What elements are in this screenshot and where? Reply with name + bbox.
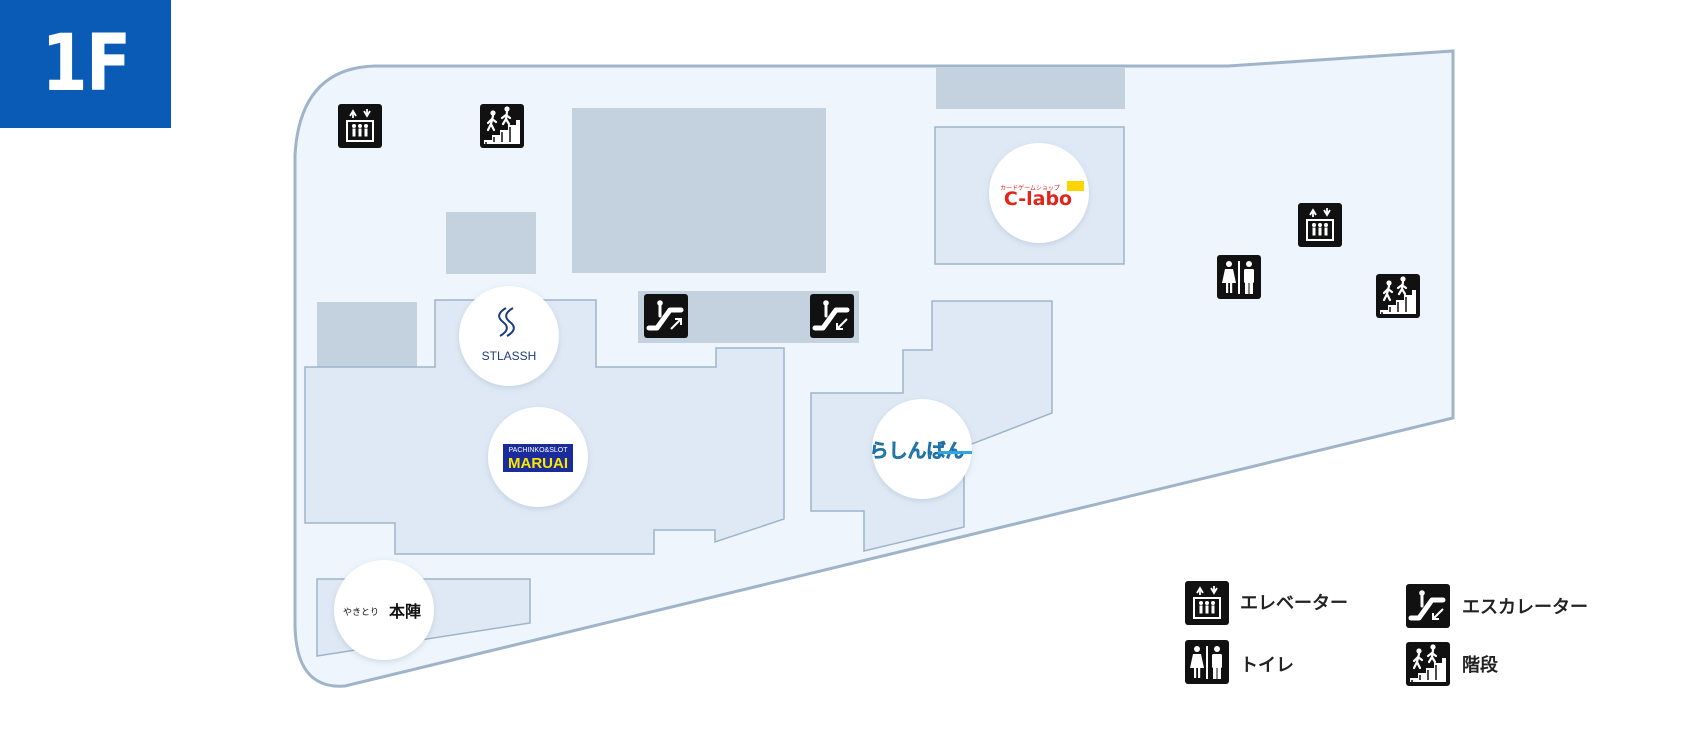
shop-stlassh[interactable]: STLASSH — [459, 286, 559, 386]
legend-label-elevator: エレベーター — [1240, 593, 1348, 614]
legend-escalator-icon — [1406, 584, 1450, 628]
elevator-icon — [337, 103, 383, 149]
legend-label-toilet: トイレ — [1240, 655, 1294, 676]
toilet-icon — [1217, 255, 1261, 299]
maruai-logo-text: MARUAI — [508, 455, 568, 472]
honjin-logo-text: 本陣 — [389, 602, 421, 621]
rashinban-logo-text: らしんばん — [869, 440, 964, 462]
stlassh-logo-text: STLASSH — [482, 349, 537, 363]
stairs-icon — [1374, 272, 1422, 320]
legend-elevator-icon — [1184, 580, 1230, 626]
escalator-down-icon — [810, 294, 854, 338]
shop-honjin[interactable]: やきとり 本陣 — [334, 560, 434, 660]
maruai-logo-subtext: PACHINKO&SLOT — [509, 447, 569, 454]
legend-label-escalator: エスカレーター — [1462, 597, 1588, 618]
service-block — [936, 68, 1125, 109]
shop-maruai[interactable]: PACHINKO&SLOT MARUAI — [488, 407, 588, 507]
escalator-up-icon — [644, 294, 688, 338]
service-block — [572, 108, 826, 273]
service-block — [446, 212, 536, 274]
floor-badge: 1F — [0, 0, 171, 128]
stlassh-logo-icon — [498, 307, 515, 337]
legend-toilet-icon — [1185, 640, 1229, 684]
shop-c-labo[interactable]: カードゲームショップ C-labo — [989, 143, 1089, 243]
stairs-icon — [478, 102, 526, 150]
shop-rashinban[interactable]: らしんばん — [869, 399, 972, 499]
legend-stairs-icon — [1404, 640, 1452, 688]
honjin-logo-subtext: やきとり — [343, 607, 379, 618]
legend-label-stairs: 階段 — [1462, 655, 1498, 676]
c-labo-logo-text: C-labo — [1004, 188, 1072, 210]
floor-label: 1F — [41, 19, 131, 109]
c-labo-logo-subtext: カードゲームショップ — [1000, 184, 1060, 192]
elevator-icon — [1297, 202, 1343, 248]
